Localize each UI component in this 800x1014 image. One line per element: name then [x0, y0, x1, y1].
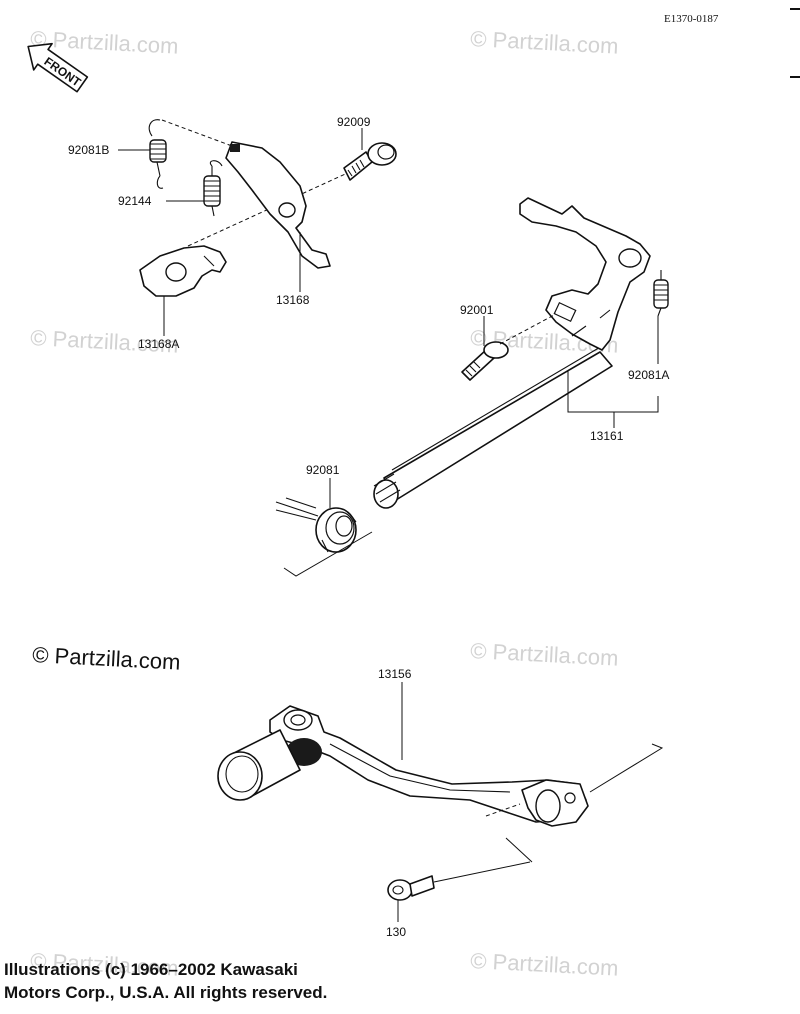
label-92144: 92144	[118, 194, 152, 208]
label-92009: 92009	[337, 115, 371, 129]
watermark-2: © Partzilla.com	[470, 26, 619, 59]
copyright-line-1: Illustrations (c) 1966–2002 Kawasaki	[4, 960, 298, 979]
edge-mark-top	[790, 8, 800, 10]
shift-shaft-13161	[373, 197, 651, 509]
label-92081b: 92081B	[68, 143, 109, 157]
edge-mark-mid	[790, 76, 800, 78]
spring-92081	[275, 497, 357, 553]
lever-13168	[225, 141, 331, 269]
bolt-130	[387, 875, 435, 901]
spring-92081a	[653, 270, 669, 317]
label-13161: 13161	[590, 429, 624, 443]
pin-92001	[461, 341, 509, 381]
spring-92144	[203, 160, 223, 217]
label-92081: 92081	[306, 463, 340, 477]
watermark-5: © Partzilla.com	[470, 638, 619, 671]
shift-pedal-13156	[217, 705, 589, 827]
spring-92081b	[148, 119, 167, 189]
lever-13168-tab	[230, 144, 240, 152]
plate-13168a-hole	[165, 262, 187, 282]
watermark-prominent: © Partzilla.com	[32, 642, 181, 675]
copyright-line-2: Motors Corp., U.S.A. All rights reserved…	[4, 983, 328, 1002]
bolt-92009	[343, 142, 397, 181]
label-92001: 92001	[460, 303, 494, 317]
front-arrow-shape	[27, 42, 89, 93]
diagram-code: E1370-0187	[664, 13, 719, 25]
copyright-notice: Illustrations (c) 1966–2002 Kawasaki Mot…	[4, 958, 524, 1004]
label-13168a: 13168A	[138, 337, 179, 351]
label-92081a: 92081A	[628, 368, 669, 382]
label-13168: 13168	[276, 293, 310, 307]
label-130: 130	[386, 925, 406, 939]
lever-13168-hole	[278, 202, 296, 218]
watermarks: © Partzilla.com © Partzilla.com © Partzi…	[30, 26, 619, 981]
label-13156: 13156	[378, 667, 412, 681]
